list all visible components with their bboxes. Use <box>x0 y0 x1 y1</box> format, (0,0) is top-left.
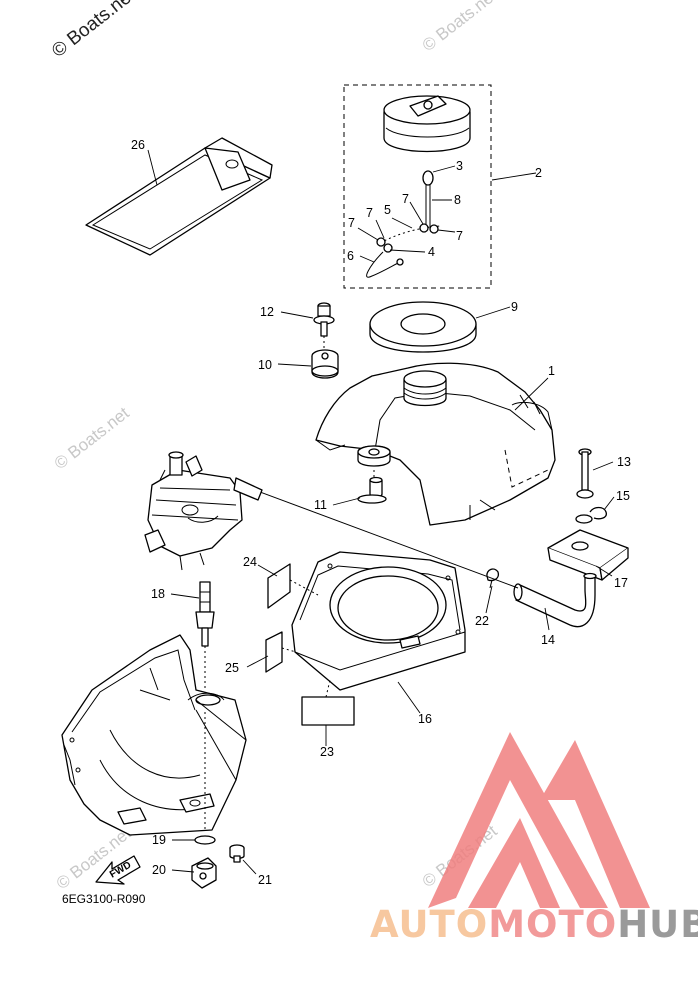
logo-triangle-right <box>540 740 650 908</box>
part-lower-cowling <box>61 634 247 836</box>
callout-18: 18 <box>151 587 165 601</box>
watermark-main: © Boats.net <box>48 0 140 62</box>
callout-25: 25 <box>225 661 239 675</box>
logo-triangle-outer <box>428 732 608 908</box>
diagram-code: 6EG3100-R090 <box>62 892 146 906</box>
part-lower-cover <box>291 551 466 691</box>
callout-9: 9 <box>511 300 518 314</box>
part-carburetor <box>144 451 263 571</box>
watermark: © Boats.net <box>51 403 133 473</box>
callout-20: 20 <box>152 863 166 877</box>
fuel-line-routing <box>243 485 519 589</box>
part-collar-11 <box>357 476 387 504</box>
callout-numbers: 1 2 3 4 5 6 7 7 7 7 8 9 10 11 12 13 14 1… <box>131 138 631 887</box>
callout-2: 2 <box>535 166 542 180</box>
callout-7-a: 7 <box>402 192 409 206</box>
brand-part-hub: HUB <box>617 903 698 946</box>
watermark: © Boats.net <box>419 0 501 55</box>
callout-19: 19 <box>152 833 166 847</box>
callout-21: 21 <box>258 873 272 887</box>
part-drain-18 <box>195 581 215 647</box>
callout-6: 6 <box>347 249 354 263</box>
part-tool-bag <box>85 137 273 256</box>
part-cap-gasket <box>369 301 477 353</box>
cap-assembly-outline <box>343 84 492 289</box>
callout-14: 14 <box>541 633 555 647</box>
brand-part-auto: AUTO <box>370 903 488 946</box>
callout-7-b: 7 <box>366 206 373 220</box>
part-o-ring-19 <box>194 835 216 845</box>
callout-17: 17 <box>614 576 628 590</box>
callout-4: 4 <box>428 245 435 259</box>
part-screw-21 <box>229 844 245 863</box>
callout-26: 26 <box>131 138 145 152</box>
callout-11: 11 <box>314 498 327 512</box>
callout-3: 3 <box>456 159 463 173</box>
callout-7-c: 7 <box>348 216 355 230</box>
part-fuel-hose <box>513 572 597 628</box>
callout-7-d: 7 <box>456 229 463 243</box>
callout-12: 12 <box>260 305 274 319</box>
part-fuel-tank <box>315 362 556 526</box>
logo-triangle-inner <box>468 818 560 908</box>
callout-1: 1 <box>548 364 555 378</box>
decal-23 <box>301 679 355 726</box>
part-fitting-20 <box>191 857 217 889</box>
part-bracket-17 <box>547 529 629 581</box>
brand-logo <box>428 732 650 908</box>
callout-15: 15 <box>616 489 630 503</box>
callout-5: 5 <box>384 203 391 217</box>
callout-13: 13 <box>617 455 631 469</box>
part-fuel-cap <box>383 95 471 153</box>
brand-part-moto: MOTO <box>488 903 617 946</box>
part-washer-13 <box>575 514 593 524</box>
part-bolt-12 <box>313 302 335 337</box>
callout-10: 10 <box>258 358 272 372</box>
callout-16: 16 <box>418 712 432 726</box>
part-bolt-13 <box>576 448 594 499</box>
callout-8: 8 <box>454 193 461 207</box>
part-grommet-10 <box>311 349 339 379</box>
callout-23: 23 <box>320 745 334 759</box>
decal-25 <box>265 631 297 673</box>
part-clip-15 <box>589 506 607 520</box>
brand-wordmark: AUTOMOTOHUB <box>370 903 698 946</box>
callout-24: 24 <box>243 555 257 569</box>
callout-22: 22 <box>475 614 489 628</box>
decal-24 <box>267 563 319 609</box>
leader-lines <box>147 149 615 875</box>
